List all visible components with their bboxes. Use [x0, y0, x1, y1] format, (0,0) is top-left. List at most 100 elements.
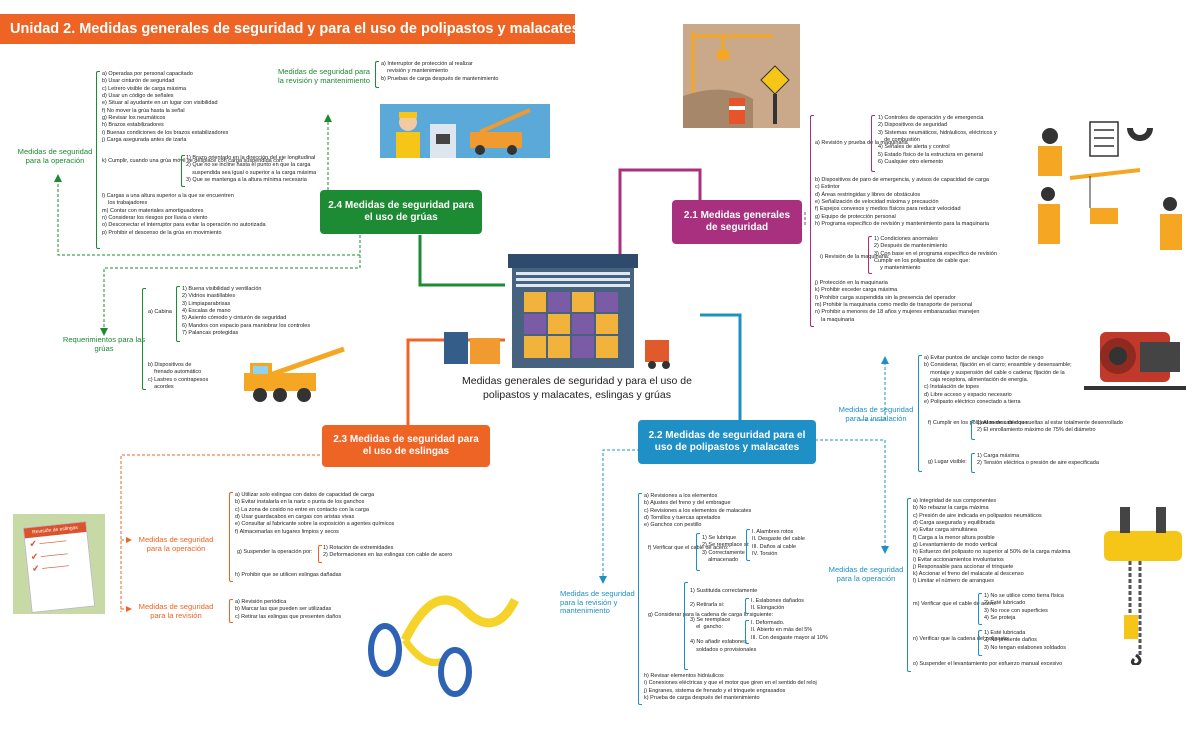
list-item: 3) Limpiaparabrisas — [182, 300, 231, 307]
g24-rev-list: a) Interruptor de protección al realizar… — [381, 61, 498, 83]
list-item: 3) No roce con superficies — [984, 607, 1048, 614]
list-item: 1) No se utilice como tierra física — [984, 593, 1064, 599]
g21-list-j: j) Protección en la maquinaria k) Prohib… — [815, 280, 979, 324]
list-item: j) Responsable para accionar el trinquet… — [913, 563, 1014, 570]
construction-site-illustration — [683, 24, 800, 128]
list-item: i) Conexiones eléctricas y que el motor … — [644, 680, 817, 687]
list-item: c) Revisiones a los elementos de malacat… — [644, 507, 752, 514]
list-item: k) Accionar el freno del malacate al des… — [913, 571, 1024, 578]
g22-op-n-list: 1) Esté lubricada 2) No presente daños 3… — [984, 630, 1066, 652]
list-item: 2) El enrollamiento máximo de 75% del di… — [977, 427, 1096, 434]
list-item: i) Buenas condiciones de los brazos esta… — [102, 129, 229, 136]
node-2-4[interactable]: 2.4 Medidas de seguridad para el uso de … — [320, 190, 482, 234]
list-item: 2) Deformaciones en las eslingas con cab… — [323, 552, 453, 559]
node-2-3[interactable]: 2.3 Medidas de seguridad para el uso de … — [322, 425, 490, 467]
warehouse-illustration — [444, 254, 670, 369]
g22-op-o: o) Suspender el levantamiento por esfuer… — [913, 661, 1063, 667]
list-item: 4) Se proteja — [984, 614, 1016, 621]
list-item: 2) Vidrios inastillables — [182, 293, 236, 300]
node-2-2[interactable]: 2.2 Medidas de seguridad para el uso de … — [638, 420, 816, 464]
center-topic: Medidas generales de seguridad y para el… — [462, 375, 692, 401]
list-item: 1) Sustituida correctamente — [690, 588, 758, 594]
list-item: 2) Dispositivos de seguridad — [878, 122, 948, 129]
g24-rev-label: Medidas de seguridad para la revisión y … — [277, 67, 371, 85]
list-item: i) Evitar accionamientos involuntarios — [913, 556, 1004, 563]
list-item: Cumplir en los polipastos de cable que: — [874, 257, 971, 264]
list-item: j) Engranes, sistema de frenado y el tri… — [644, 687, 786, 694]
list-item: II. Desgaste del cable — [752, 536, 805, 543]
list-item: m) Contar con materiales amortiguadores — [102, 207, 204, 214]
list-item: 4) Escalas de mano — [182, 307, 231, 314]
check-icon: ✔ ———✔ ———✔ ——— — [28, 535, 70, 574]
list-item: l) Cargas a una altura superior a la que… — [102, 193, 234, 207]
list-item: 1) Controles de operación y de emergenci… — [878, 115, 984, 121]
list-item: 1) Esté lubricada — [984, 630, 1026, 636]
g22-rev-list: a) Revisiones a los elementos b) Ajustes… — [644, 493, 751, 530]
list-item: e) Señalización de velocidad máxima y pr… — [815, 198, 939, 205]
list-item: b) Pruebas de carga después de mantenimi… — [381, 75, 499, 82]
workers-illustration — [1038, 121, 1182, 250]
list-item: d) Tornillos y tuercas apretados — [644, 514, 721, 521]
list-item: g) Levantamiento de modo vertical — [913, 541, 998, 548]
list-item: g) Revisar los neumáticos — [102, 114, 166, 121]
list-item: 2) Esté lubricado — [984, 600, 1026, 607]
list-item: b) No rebazar la carga máxima — [913, 505, 989, 512]
list-item: f) Espejos convexos y medios físicos par… — [815, 206, 961, 213]
list-item: 1) Rotación de extremidades — [323, 545, 394, 551]
g22-op-n: n) Verificar que la cadena del polipasto… — [913, 636, 1010, 642]
g24-req-a: a) Cabina — [148, 309, 172, 315]
list-item: 6) Cualquier otro elemento — [878, 158, 944, 165]
list-item: II. Abierto en más del 5% — [751, 627, 813, 634]
list-item: g) Equipo de protección personal — [815, 213, 896, 220]
list-item: 3) Se reemplace el gancho: — [690, 616, 731, 630]
g24-op-k-list: 1) Brazo orientado en la dirección del e… — [186, 155, 316, 184]
g22-inst-f-list: 1) Al menos de dos vueltas al estar tota… — [977, 420, 1123, 435]
g21-i-label: i) Revisión de la maquinaria: — [820, 254, 890, 260]
list-item: l) Limitar el número de arranques — [913, 578, 995, 585]
list-item: 1) Se lubrique — [702, 535, 737, 541]
list-item: 3) Que se mantenga a la altura mínima ne… — [186, 176, 307, 183]
g23-rev-list: a) Revisión periódica b) Marcar las que … — [235, 599, 341, 621]
g22-rev-g: g) Considerar para la cadena de carga lo… — [648, 612, 774, 618]
winch-illustration — [1084, 332, 1186, 390]
g22-op-label: Medidas de seguridad para la operación — [828, 565, 904, 583]
list-item: III. Daños al cable — [752, 543, 797, 550]
g22-rev-f-list: 1) Se lubrique 2) Se reemplace si: 3) Co… — [702, 535, 749, 564]
list-item: 2) No presente daños — [984, 637, 1037, 644]
g24-req-b-list: b) Dispositivos de frenado automático c)… — [148, 362, 208, 391]
list-item: I. Alambres rotos — [752, 529, 794, 535]
list-item: 1) Carga máxima — [977, 453, 1020, 459]
g22-rev-list-b: h) Revisar elementos hidráulicos i) Cone… — [644, 673, 817, 702]
g21-a-label: a) Revisión y prueba de la maquinaria — [815, 140, 908, 146]
g23-op-g-list: 1) Rotación de extremidades 2) Deformaci… — [323, 545, 452, 560]
crane-worker-illustration — [380, 104, 550, 158]
g23-op-h: h) Prohibir que se utilicen eslingas dañ… — [235, 572, 342, 578]
g22-rev-g3-list: I. Deformado. II. Abierto en más del 5% … — [751, 620, 828, 642]
list-item: a) Revisión periódica — [235, 599, 287, 605]
list-item: e) Ganchos con pestillo — [644, 522, 702, 529]
list-item: p) Prohibir el descenso de la grúa en mo… — [102, 229, 222, 236]
list-item: 2) Que no se incline hasta el punto en q… — [186, 162, 317, 176]
node-2-1[interactable]: 2.1 Medidas generales de seguridad — [672, 200, 802, 244]
g24-op-k: k) Cumplir, cuando una grúa móvil se des… — [102, 158, 284, 164]
list-item: e) Consultar al fabricante sobre la expo… — [235, 521, 395, 528]
list-item: n) Considerar los riesgos por lluvia o v… — [102, 214, 208, 221]
list-item: e) Situar al ayudante en un lugar con vi… — [102, 100, 218, 107]
g23-op-g: g) Suspender la operación por: — [237, 549, 313, 555]
list-item: 1) Brazo orientado en la dirección del e… — [186, 155, 316, 161]
list-item: 2) Retirarla si: — [690, 602, 725, 609]
list-item: 4) Señales de alerta y control — [878, 144, 950, 151]
list-item: h) Esfuerzo del polipasto no superior al… — [913, 549, 1071, 556]
g22-op-m-list: 1) No se utilice como tierra física 2) E… — [984, 593, 1064, 622]
g24-req-a-list: 1) Buena visibilidad y ventilación 2) Vi… — [182, 286, 310, 337]
list-item: b) Considerar, fijación en el carro; ens… — [924, 362, 1072, 383]
list-item: c) Instalación de topes — [924, 384, 980, 391]
g24-op-label: Medidas de seguridad para la operación — [17, 147, 93, 165]
list-item: 6) Mandos con espacio para maniobrar los… — [182, 322, 311, 329]
list-item: h) Programa específico de revisión y man… — [815, 220, 989, 227]
list-item: 3) Sistemas neumáticos, hidráulicos, elé… — [878, 129, 997, 143]
g24-req-label: Requerimientos para las grúas — [62, 335, 146, 353]
list-item: 2) Tensión eléctrica o presión de aire e… — [977, 460, 1099, 467]
list-item: m) Prohibir la maquinaria como medio de … — [815, 301, 973, 308]
list-item: II. Elongación — [751, 605, 785, 612]
